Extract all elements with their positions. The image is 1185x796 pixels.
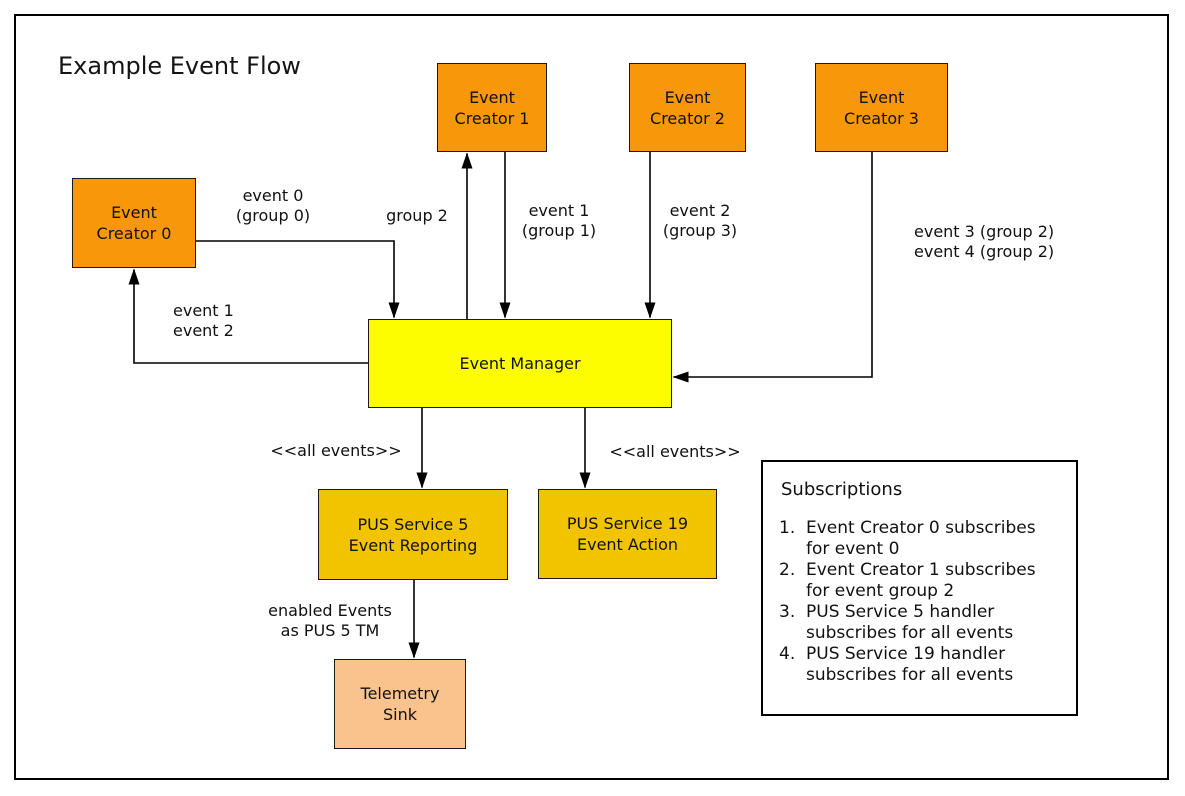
event-creator-1-box: Event Creator 1 (437, 63, 547, 152)
event-creator-0-box: Event Creator 0 (72, 178, 196, 268)
edge-label-event0-group0: event 0 (group 0) (235, 186, 311, 225)
edge-label-all-events-left: <<all events>> (270, 441, 402, 460)
telemetry-sink-box: Telemetry Sink (334, 659, 466, 749)
edge-label-group2: group 2 (386, 206, 448, 225)
list-item: 1. Event Creator 0 subscribes for event … (779, 518, 1064, 560)
diagram-frame (14, 14, 1169, 780)
list-item-number: 2. (779, 560, 796, 580)
list-item-text: PUS Service 5 handler subscribes for all… (806, 602, 1014, 643)
subscriptions-title: Subscriptions (781, 479, 903, 500)
list-item-number: 3. (779, 602, 796, 622)
pus-service-19-box: PUS Service 19 Event Action (538, 489, 717, 579)
list-item-text: Event Creator 1 subscribes for event gro… (806, 560, 1036, 601)
subscriptions-panel: Subscriptions 1. Event Creator 0 subscri… (761, 460, 1078, 716)
subscriptions-list: 1. Event Creator 0 subscribes for event … (779, 518, 1064, 686)
list-item: 3. PUS Service 5 handler subscribes for … (779, 602, 1064, 644)
pus-service-5-box: PUS Service 5 Event Reporting (318, 489, 508, 580)
list-item-number: 4. (779, 644, 796, 664)
list-item-text: Event Creator 0 subscribes for event 0 (806, 518, 1036, 559)
edge-label-enabled-events: enabled Events as PUS 5 TM (268, 601, 392, 640)
event-manager-box: Event Manager (368, 319, 672, 408)
list-item-text: PUS Service 19 handler subscribes for al… (806, 644, 1014, 685)
event-creator-3-box: Event Creator 3 (815, 63, 948, 152)
list-item: 2. Event Creator 1 subscribes for event … (779, 560, 1064, 602)
edge-label-event1-group1: event 1 (group 1) (521, 201, 597, 240)
edge-label-event2-group3: event 2 (group 3) (662, 201, 738, 240)
list-item-number: 1. (779, 518, 796, 538)
edge-label-feedback-events: event 1 event 2 (173, 301, 234, 340)
edge-label-event34-group2: event 3 (group 2) event 4 (group 2) (914, 222, 1055, 261)
event-creator-2-box: Event Creator 2 (629, 63, 746, 152)
list-item: 4. PUS Service 19 handler subscribes for… (779, 644, 1064, 686)
diagram-title: Example Event Flow (58, 52, 301, 80)
edge-label-all-events-right: <<all events>> (609, 442, 741, 461)
